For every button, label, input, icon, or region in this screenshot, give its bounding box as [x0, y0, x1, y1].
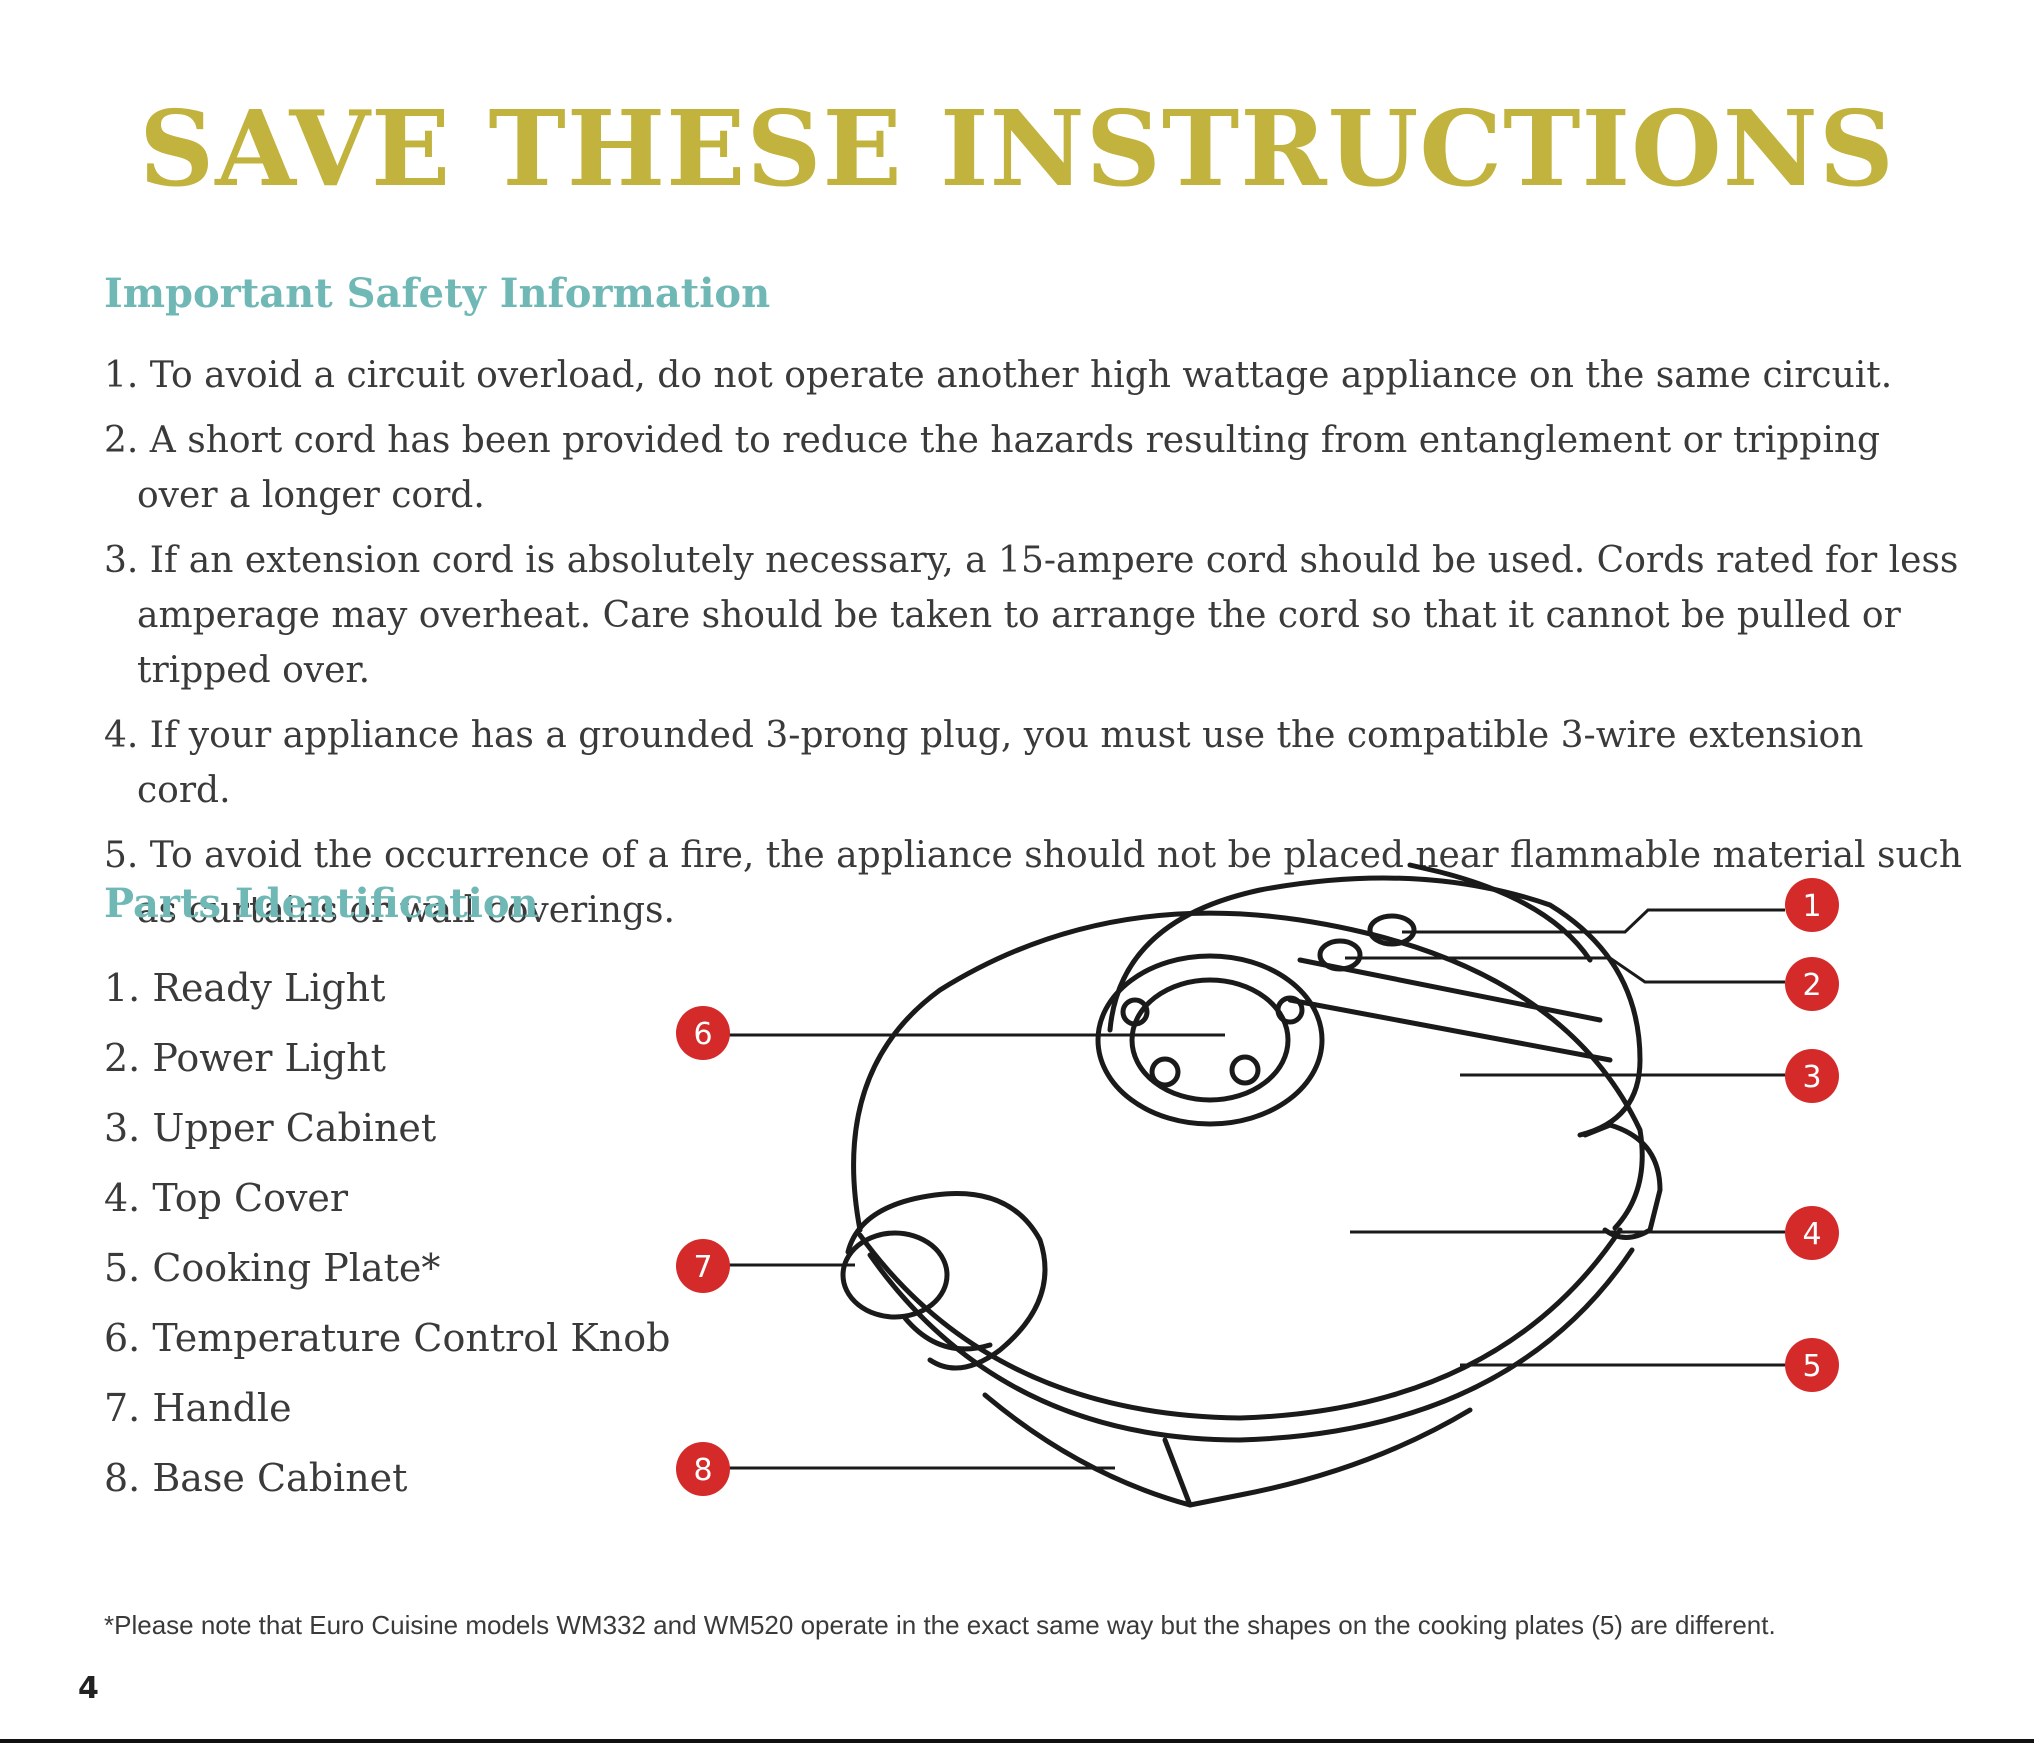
- callout-marker-7: 7: [676, 1239, 730, 1293]
- callout-line-1: [1402, 908, 1785, 934]
- appliance-illustration: [840, 862, 1663, 1508]
- parts-heading: Parts Identification: [104, 880, 539, 927]
- callout-number: 1: [1802, 889, 1821, 924]
- top-cover-outline: [851, 910, 1645, 1233]
- callout-number: 7: [693, 1250, 712, 1285]
- hinge-bracket: [1582, 1122, 1663, 1240]
- callout-lines: [720, 908, 1785, 1470]
- page-title: SAVE THESE INSTRUCTIONS: [139, 87, 1895, 210]
- callout-number: 3: [1802, 1060, 1821, 1095]
- footnote: *Please note that Euro Cuisine models WM…: [104, 1610, 1776, 1640]
- cooking-plate-rim: [857, 1227, 1623, 1421]
- callout-number: 5: [1802, 1349, 1821, 1384]
- part-item: 2. Power Light: [104, 1036, 386, 1080]
- callout-marker-2: 2: [1785, 957, 1839, 1011]
- parts-list: 1. Ready Light 2. Power Light 3. Upper C…: [104, 953, 670, 1513]
- handle-shape: [840, 1230, 950, 1320]
- callout-number: 4: [1802, 1217, 1821, 1252]
- power-light-shape: [1317, 938, 1363, 972]
- callout-marker-1: 1: [1785, 878, 1839, 932]
- base-cabinet: [982, 1392, 1473, 1508]
- safety-item: 4. If your appliance has a grounded 3-pr…: [104, 715, 1864, 811]
- callout-markers: 1 2 3 4 5 6 7: [676, 878, 1839, 1496]
- part-item: 3. Upper Cabinet: [104, 1106, 437, 1150]
- safety-item: 5. To avoid the occurrence of a fire, th…: [104, 835, 1963, 931]
- part-item: 8. Base Cabinet: [104, 1456, 408, 1500]
- safety-item: 1. To avoid a circuit overload, do not o…: [104, 355, 1893, 396]
- callout-marker-8: 8: [676, 1442, 730, 1496]
- part-item: 5. Cooking Plate*: [104, 1246, 441, 1290]
- callout-number: 8: [693, 1453, 712, 1488]
- part-item: 1. Ready Light: [104, 966, 386, 1010]
- part-item: 7. Handle: [104, 1386, 292, 1430]
- callout-number: 2: [1802, 968, 1821, 1003]
- bottom-rule: [0, 1739, 2034, 1743]
- safety-item: 2. A short cord has been provided to red…: [104, 420, 1881, 516]
- part-item: 4. Top Cover: [104, 1176, 349, 1220]
- callout-marker-6: 6: [676, 1006, 730, 1060]
- safety-list: 1. To avoid a circuit overload, do not o…: [104, 348, 1964, 948]
- callout-marker-4: 4: [1785, 1206, 1839, 1260]
- callout-marker-5: 5: [1785, 1338, 1839, 1392]
- ready-light-shape: [1367, 913, 1417, 947]
- part-item: 6. Temperature Control Knob: [104, 1316, 671, 1360]
- safety-item: 3. If an extension cord is absolutely ne…: [104, 540, 1959, 691]
- callout-number: 6: [693, 1017, 712, 1052]
- safety-heading: Important Safety Information: [104, 270, 771, 317]
- page-number: 4: [78, 1671, 99, 1706]
- callout-line-2: [1345, 956, 1785, 984]
- control-hub: [1095, 953, 1325, 1127]
- callout-marker-3: 3: [1785, 1049, 1839, 1103]
